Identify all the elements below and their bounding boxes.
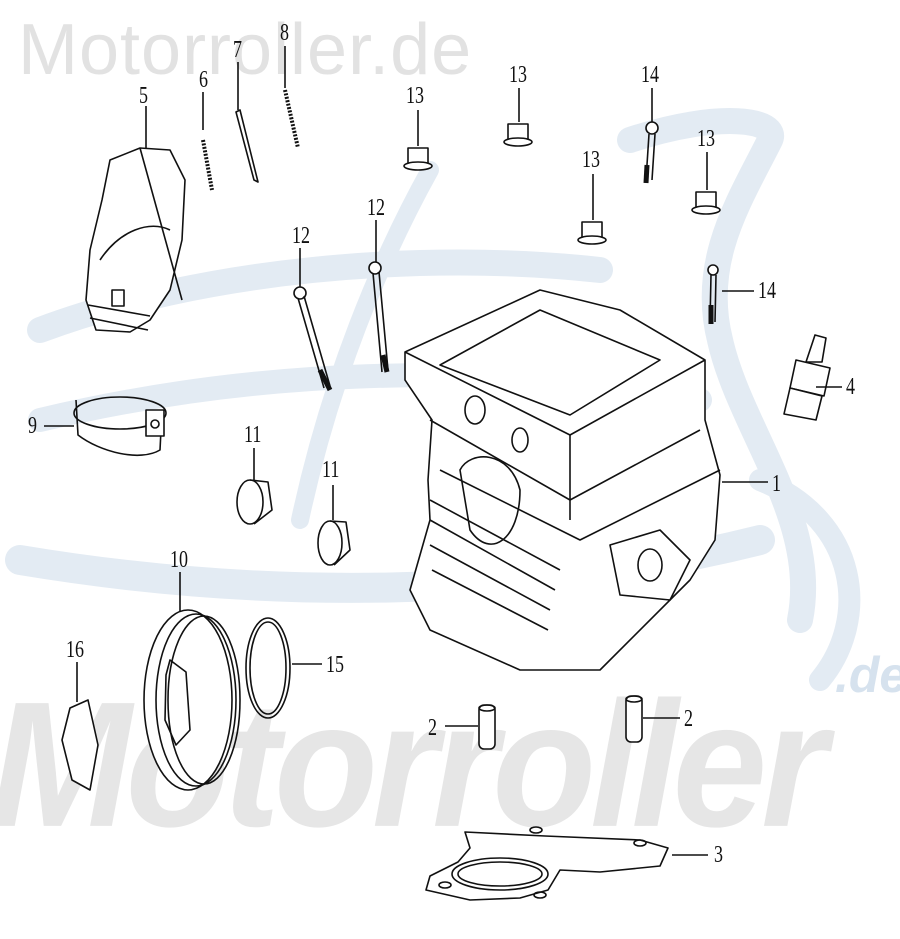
callout-1: 1 [772,471,781,497]
flange-nut-part-13b [503,88,533,147]
hex-cap-part-16 [61,662,99,791]
callout-13c: 13 [582,147,600,173]
callout-14a: 14 [641,62,659,88]
intake-manifold-part-5 [85,106,186,333]
callout-13a: 13 [406,83,424,109]
spring-part-8 [283,46,300,149]
callout-7: 7 [233,37,242,63]
callout-13b: 13 [509,62,527,88]
bolt-part-14b [707,264,754,324]
plug-part-11a [236,448,273,525]
watermark-top: Motorroller.de [18,10,473,90]
spring-part-6 [201,92,214,191]
callout-6: 6 [199,67,208,93]
stud-bolt-part-12b [368,220,390,373]
callout-16: 16 [66,637,84,663]
cover-part-10 [143,572,241,791]
callout-13d: 13 [697,126,715,152]
bolt-part-14a [643,88,659,184]
hose-clamp-part-9 [44,396,167,457]
cylinder-head-part-1 [404,289,768,671]
dowel-pin-part-2a [445,704,496,750]
spark-plug-part-4 [783,334,842,421]
callout-8: 8 [280,20,289,46]
o-ring-part-15 [245,617,322,719]
callout-15: 15 [326,652,344,678]
dowel-pin-part-2b [625,695,680,743]
callout-3: 3 [714,842,723,868]
head-gasket-part-3 [425,826,708,901]
flange-nut-part-13a [403,110,433,171]
callout-11b: 11 [322,457,340,483]
flange-nut-part-13d [691,152,721,215]
callout-2a: 2 [428,715,437,741]
reed-part-7 [235,62,259,183]
stud-bolt-part-12a [293,248,333,392]
callout-10: 10 [170,547,188,573]
flange-nut-part-13c [577,174,607,245]
callout-2b: 2 [684,706,693,732]
callout-11a: 11 [244,422,262,448]
callout-9: 9 [28,413,37,439]
callout-14b: 14 [758,278,776,304]
callout-5: 5 [139,83,148,109]
callout-4: 4 [846,374,855,400]
callout-12a: 12 [292,223,310,249]
plug-part-11b [317,485,351,566]
watermark-bottom: Motorroller [0,665,827,865]
callout-12b: 12 [367,195,385,221]
